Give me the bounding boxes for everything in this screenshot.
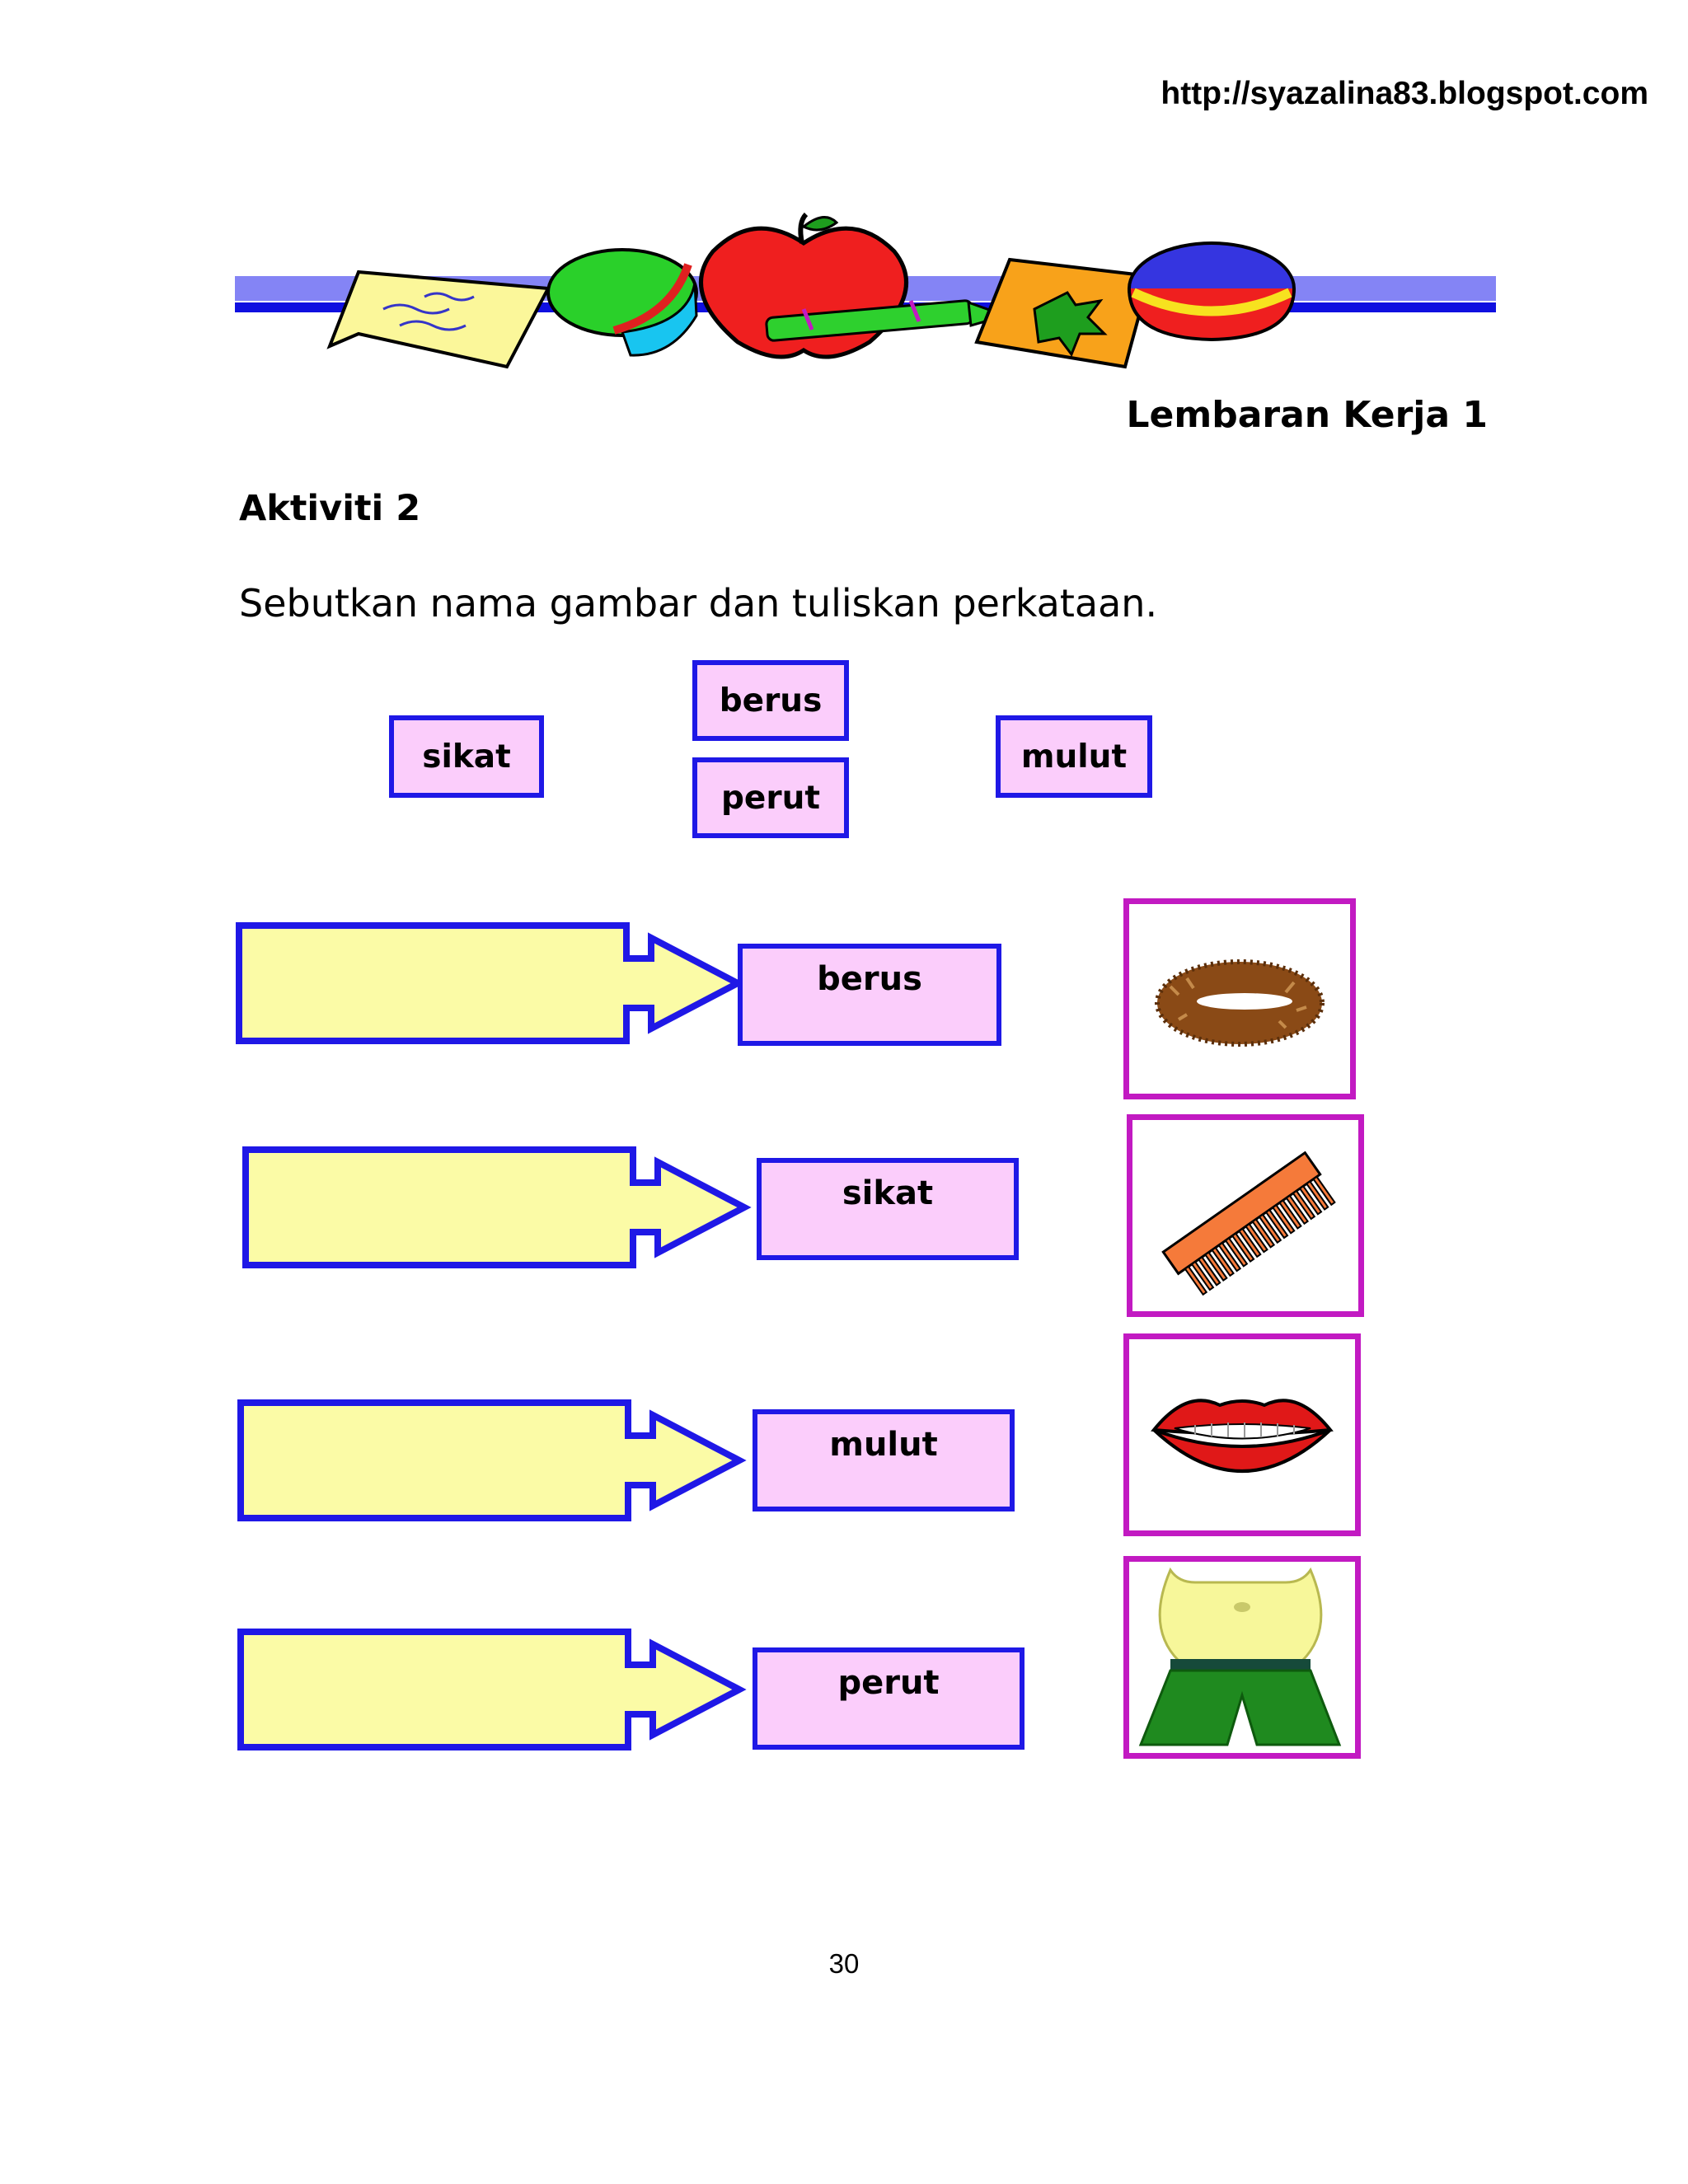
banner-illustration bbox=[235, 212, 1496, 369]
ball-icon bbox=[1128, 241, 1296, 342]
answer-arrow-field[interactable] bbox=[237, 1399, 748, 1522]
word-bank-item: sikat bbox=[389, 715, 544, 798]
word-bank-item: perut bbox=[692, 757, 849, 838]
answer-label-box: perut bbox=[753, 1647, 1025, 1750]
picture-frame bbox=[1127, 1114, 1364, 1317]
answer-label-box: berus bbox=[738, 944, 1001, 1046]
answer-label-box: mulut bbox=[753, 1409, 1015, 1511]
page-number: 30 bbox=[828, 1948, 860, 1979]
word-bank-item: mulut bbox=[996, 715, 1152, 798]
picture-frame bbox=[1123, 1333, 1361, 1536]
note-paper-icon bbox=[326, 269, 551, 369]
comb-icon bbox=[1161, 1151, 1336, 1296]
blog-url: http://syazalina83.blogspot.com bbox=[1160, 76, 1648, 111]
leaf-card-icon bbox=[974, 257, 1152, 369]
worksheet-title: Lembaran Kerja 1 bbox=[1126, 394, 1488, 436]
ball-icon bbox=[546, 248, 698, 357]
picture-frame bbox=[1123, 1556, 1361, 1759]
word-bank-item: berus bbox=[692, 660, 849, 741]
instruction-text: Sebutkan nama gambar dan tuliskan perkat… bbox=[239, 581, 1158, 626]
activity-title: Aktiviti 2 bbox=[239, 488, 421, 529]
answer-arrow-field[interactable] bbox=[237, 1628, 748, 1751]
belly-icon bbox=[1138, 1567, 1342, 1746]
answer-label-box: sikat bbox=[757, 1158, 1019, 1260]
answer-arrow-field[interactable] bbox=[241, 1146, 753, 1269]
answer-arrow-field[interactable] bbox=[235, 921, 746, 1045]
lips-icon bbox=[1151, 1399, 1334, 1473]
picture-frame bbox=[1123, 898, 1356, 1099]
brush-icon bbox=[1155, 959, 1325, 1047]
